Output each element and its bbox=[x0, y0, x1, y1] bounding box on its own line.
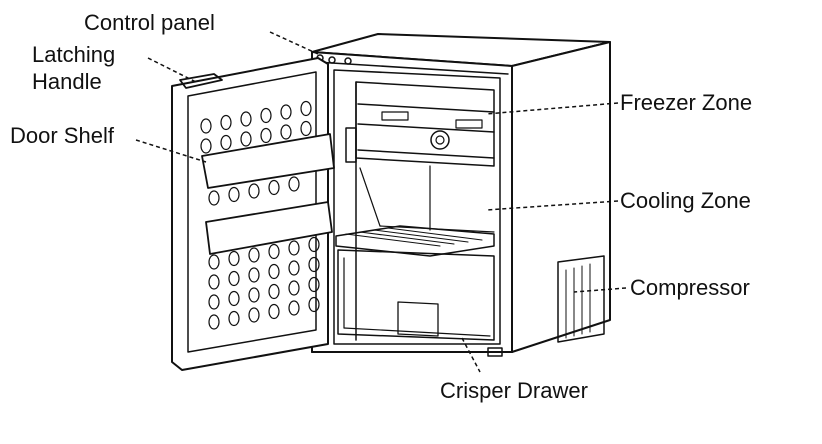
door-dot bbox=[228, 270, 240, 287]
door-inner-frame bbox=[187, 71, 317, 353]
door-dot bbox=[220, 134, 232, 151]
door-dot bbox=[308, 296, 320, 313]
door-dot bbox=[300, 120, 312, 137]
door-dot bbox=[228, 250, 240, 267]
label-latching-handle-line1: Latching bbox=[32, 42, 116, 67]
door-dot bbox=[268, 179, 280, 196]
label-door-shelf: Door Shelf bbox=[10, 123, 114, 148]
control-knob-icon bbox=[344, 57, 352, 65]
door-dot bbox=[268, 303, 280, 320]
door-dot bbox=[308, 256, 320, 273]
door-dot bbox=[280, 104, 292, 120]
label-compressor: Compressor bbox=[630, 275, 750, 300]
door-dot bbox=[248, 183, 260, 199]
drawer-handle bbox=[397, 301, 439, 337]
label-control-panel: Control panel bbox=[84, 10, 215, 35]
label-cooling-zone: Cooling Zone bbox=[620, 188, 751, 213]
door-dot bbox=[208, 274, 220, 290]
door-dot bbox=[228, 290, 240, 307]
crisper-drawer-body bbox=[337, 249, 495, 341]
door-dot bbox=[308, 276, 320, 293]
door-gasket-pattern bbox=[200, 100, 320, 330]
door-shelf-upper bbox=[201, 133, 335, 189]
door-shelf-lower bbox=[205, 201, 333, 255]
label-latching-handle-line2: Handle bbox=[32, 69, 102, 94]
door-dot bbox=[260, 107, 272, 124]
door-dot bbox=[288, 176, 300, 192]
door-dot bbox=[200, 118, 212, 134]
wire-shelf bbox=[335, 225, 495, 257]
door-dot bbox=[240, 131, 252, 147]
door-dot bbox=[268, 263, 280, 280]
door-dot bbox=[208, 294, 220, 310]
door-dot bbox=[248, 267, 260, 283]
door-dot bbox=[248, 287, 260, 303]
compressor-bay bbox=[557, 255, 605, 343]
door-dot bbox=[228, 310, 240, 327]
door-dot bbox=[288, 280, 300, 296]
door-dot bbox=[208, 190, 220, 206]
label-freezer-zone: Freezer Zone bbox=[620, 90, 753, 115]
door-dot bbox=[200, 138, 212, 154]
door-dot bbox=[300, 100, 312, 117]
control-knob-icon bbox=[328, 56, 336, 64]
door-dot bbox=[220, 114, 232, 131]
cabinet-side bbox=[511, 41, 611, 353]
door-dot bbox=[248, 247, 260, 263]
door-dot bbox=[228, 186, 240, 203]
door-dot bbox=[240, 111, 252, 127]
door-dot bbox=[280, 124, 292, 140]
cabinet-opening bbox=[333, 69, 501, 345]
door-dot bbox=[288, 300, 300, 316]
door-dot bbox=[248, 307, 260, 323]
label-crisper-drawer: Crisper Drawer bbox=[440, 378, 588, 403]
thermostat-dial-icon bbox=[430, 130, 450, 150]
door-dot bbox=[268, 283, 280, 300]
door-dot bbox=[288, 240, 300, 256]
door-dot bbox=[208, 314, 220, 330]
leader-lines bbox=[135, 31, 627, 373]
door-dot bbox=[260, 127, 272, 144]
door-dot bbox=[288, 260, 300, 276]
door-dot bbox=[208, 254, 220, 270]
latching-handle-icon bbox=[179, 73, 223, 89]
door-dot bbox=[308, 236, 320, 253]
door-dot bbox=[268, 243, 280, 260]
